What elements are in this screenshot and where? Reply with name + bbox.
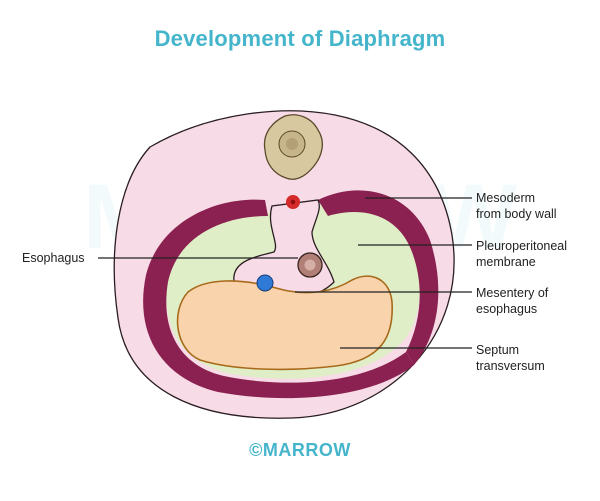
label-esophagus: Esophagus bbox=[22, 251, 85, 265]
septum-transversum bbox=[176, 275, 393, 371]
label-septum: Septum transversum bbox=[476, 342, 545, 374]
label-mesoderm-line1: Mesoderm bbox=[476, 191, 536, 205]
footer-brand: ©MARROW bbox=[249, 440, 351, 460]
mesoderm-left-limb bbox=[143, 199, 414, 399]
label-pleuroperitoneal-line1: Pleuroperitoneal bbox=[476, 239, 568, 253]
label-mesoderm: Mesoderm from body wall bbox=[476, 190, 557, 222]
label-mesentery-line2: esophagus bbox=[476, 302, 538, 316]
label-mesentery-line1: Mesentery of bbox=[476, 286, 549, 300]
aorta-lumen bbox=[290, 199, 296, 205]
diagram-title: Development of Diaphragm bbox=[154, 26, 446, 51]
inferior-vena-cava bbox=[256, 274, 274, 292]
esophagus-lumen bbox=[304, 259, 316, 271]
label-septum-line2: transversum bbox=[476, 359, 545, 373]
label-pleuroperitoneal: Pleuroperitoneal membrane bbox=[476, 238, 567, 270]
label-pleuroperitoneal-line2: membrane bbox=[476, 255, 536, 269]
label-septum-line1: Septum bbox=[476, 343, 520, 357]
label-mesoderm-line2: from body wall bbox=[476, 207, 557, 221]
vertebral-core bbox=[286, 138, 298, 150]
mesoderm-right-limb bbox=[318, 190, 439, 365]
label-mesentery: Mesentery of esophagus bbox=[476, 285, 548, 317]
